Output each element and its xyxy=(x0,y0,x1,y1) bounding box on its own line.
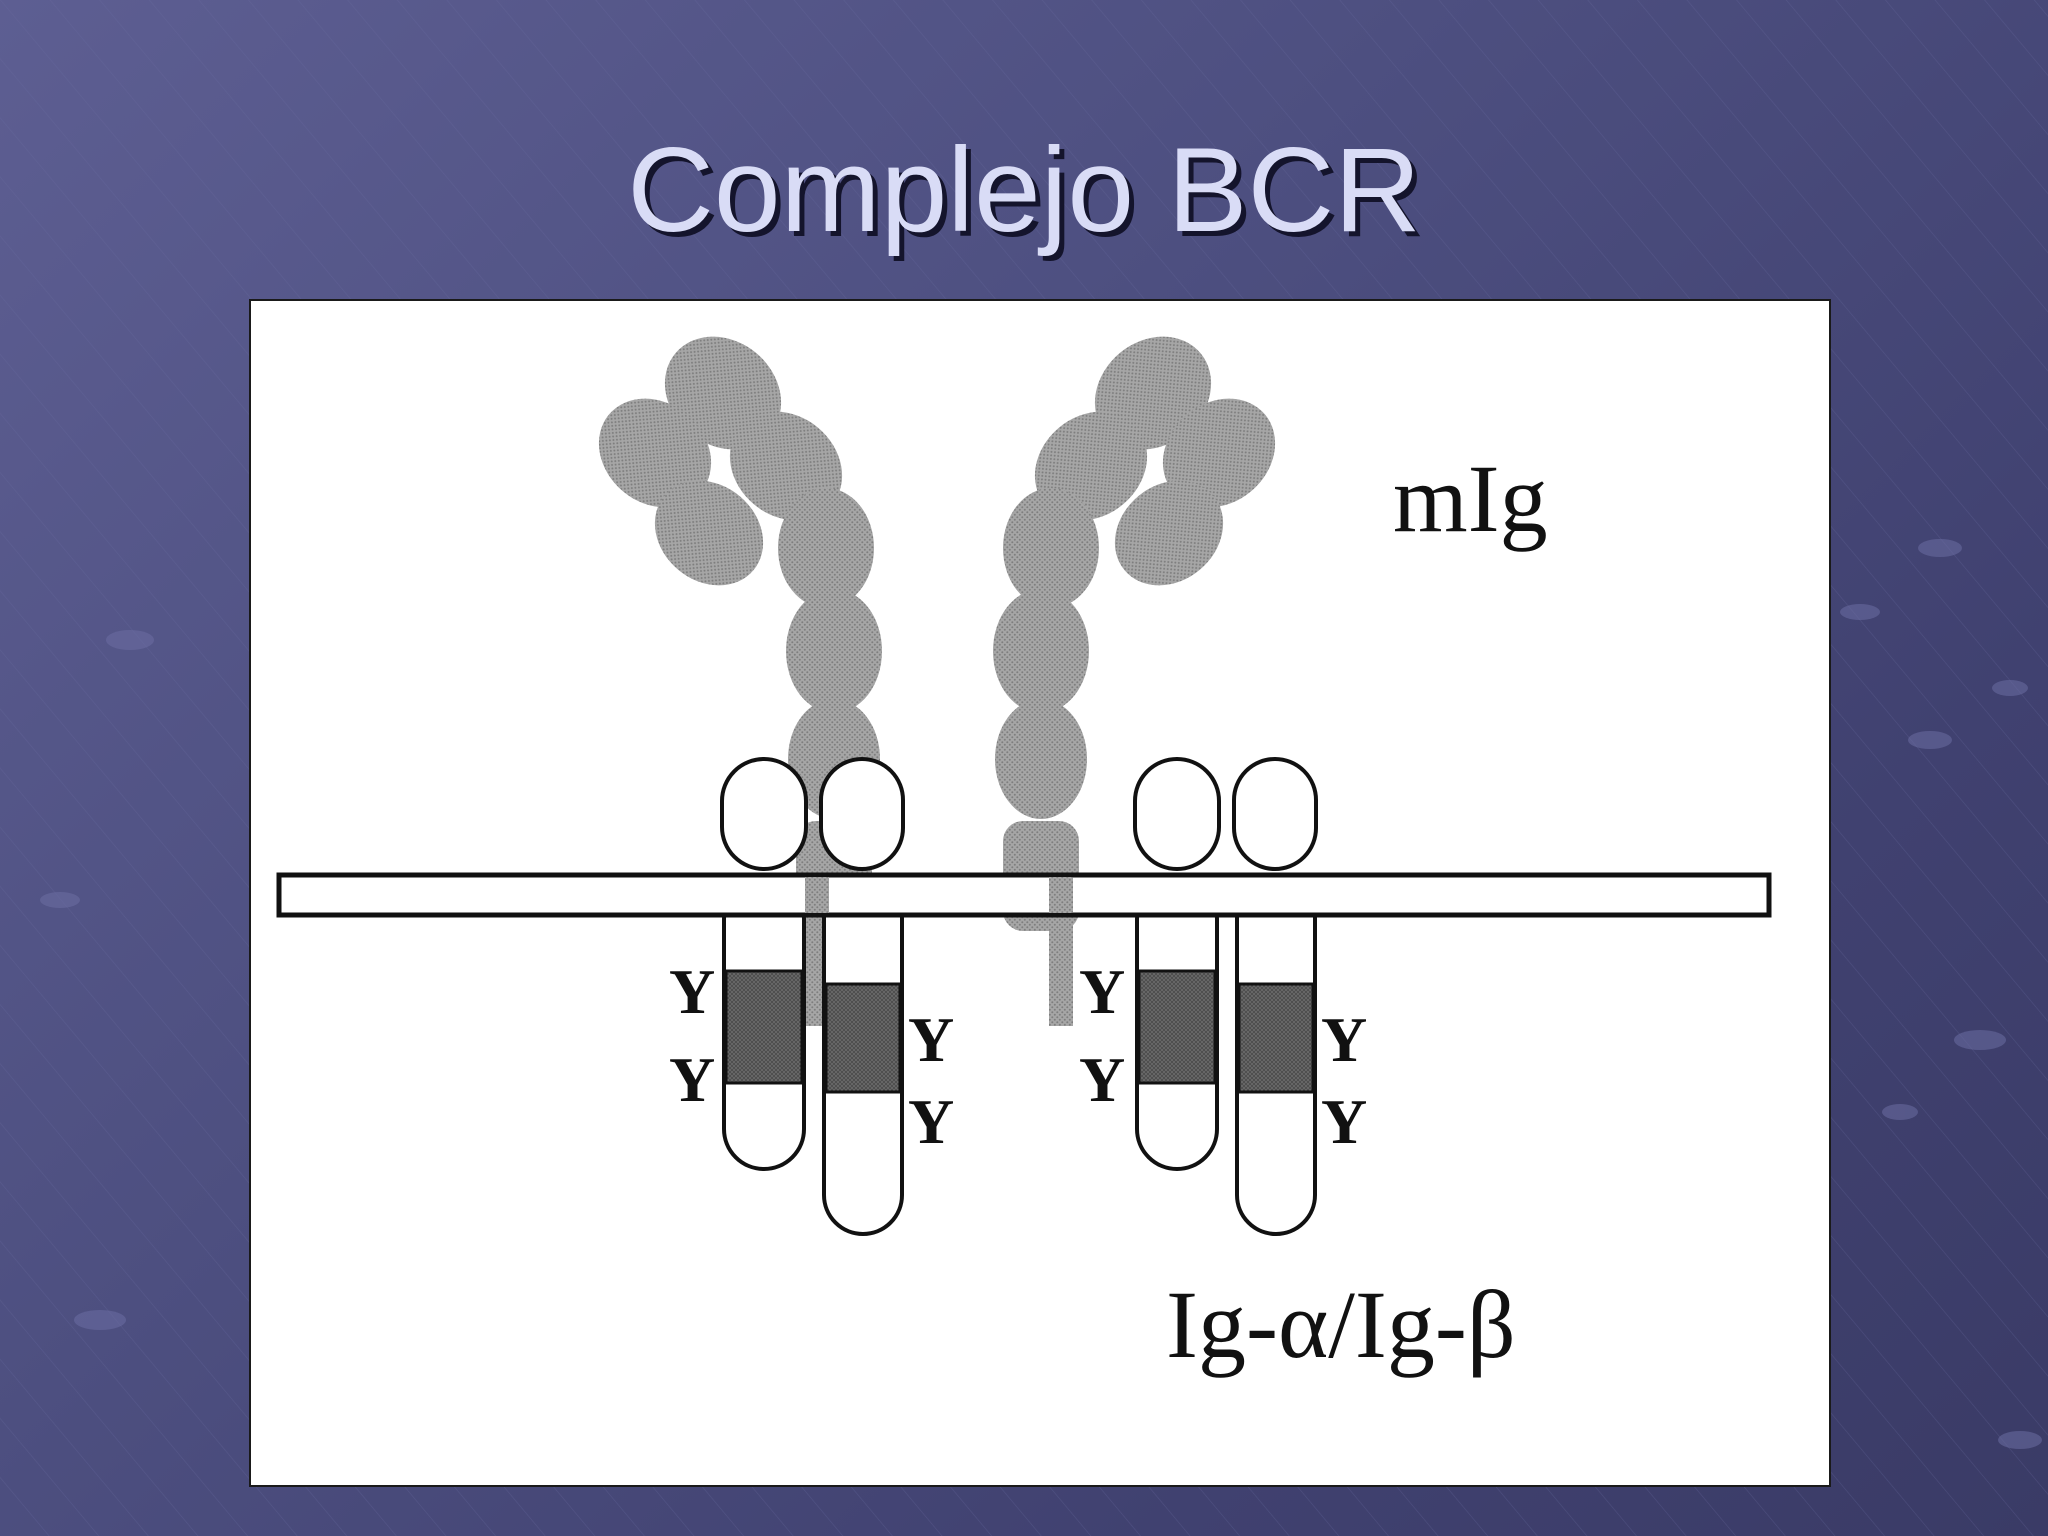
left-ig-alpha-chain xyxy=(720,757,808,1171)
mIg-label: mIg xyxy=(1393,445,1548,552)
right-ig-beta-chain xyxy=(1232,757,1318,1236)
tyrosine-label: Y xyxy=(1321,1086,1367,1157)
diagram-canvas: Y Y Y Y Y Y Y Y mIg Ig-α/Ig-β xyxy=(276,336,1772,1378)
tyrosine-label: Y xyxy=(1079,1044,1125,1115)
tyrosine-label: Y xyxy=(1321,1004,1367,1075)
ig-alpha-beta-label: Ig-α/Ig-β xyxy=(1166,1271,1516,1378)
tyrosine-label: Y xyxy=(669,956,715,1027)
plasma-membrane xyxy=(276,872,1772,918)
mIg-transmembrane-segments xyxy=(805,877,1073,913)
left-ig-beta-chain xyxy=(819,757,905,1236)
right-ig-alpha-chain xyxy=(1133,757,1221,1171)
tyrosine-label: Y xyxy=(1079,956,1125,1027)
slide-title: Complejo BCR xyxy=(627,123,1421,257)
tyrosine-label: Y xyxy=(669,1044,715,1115)
mIg-right-light-chain xyxy=(1114,398,1276,586)
mIg-left-light-chain xyxy=(598,398,764,586)
itam-tyrosines: Y Y Y Y Y Y Y Y xyxy=(669,956,1367,1157)
bcr-complex-diagram: Y Y Y Y Y Y Y Y mIg Ig-α/Ig-β xyxy=(249,299,1831,1487)
tyrosine-label: Y xyxy=(908,1004,954,1075)
ig-alpha-beta-chains xyxy=(720,757,1318,1236)
tyrosine-label: Y xyxy=(908,1086,954,1157)
